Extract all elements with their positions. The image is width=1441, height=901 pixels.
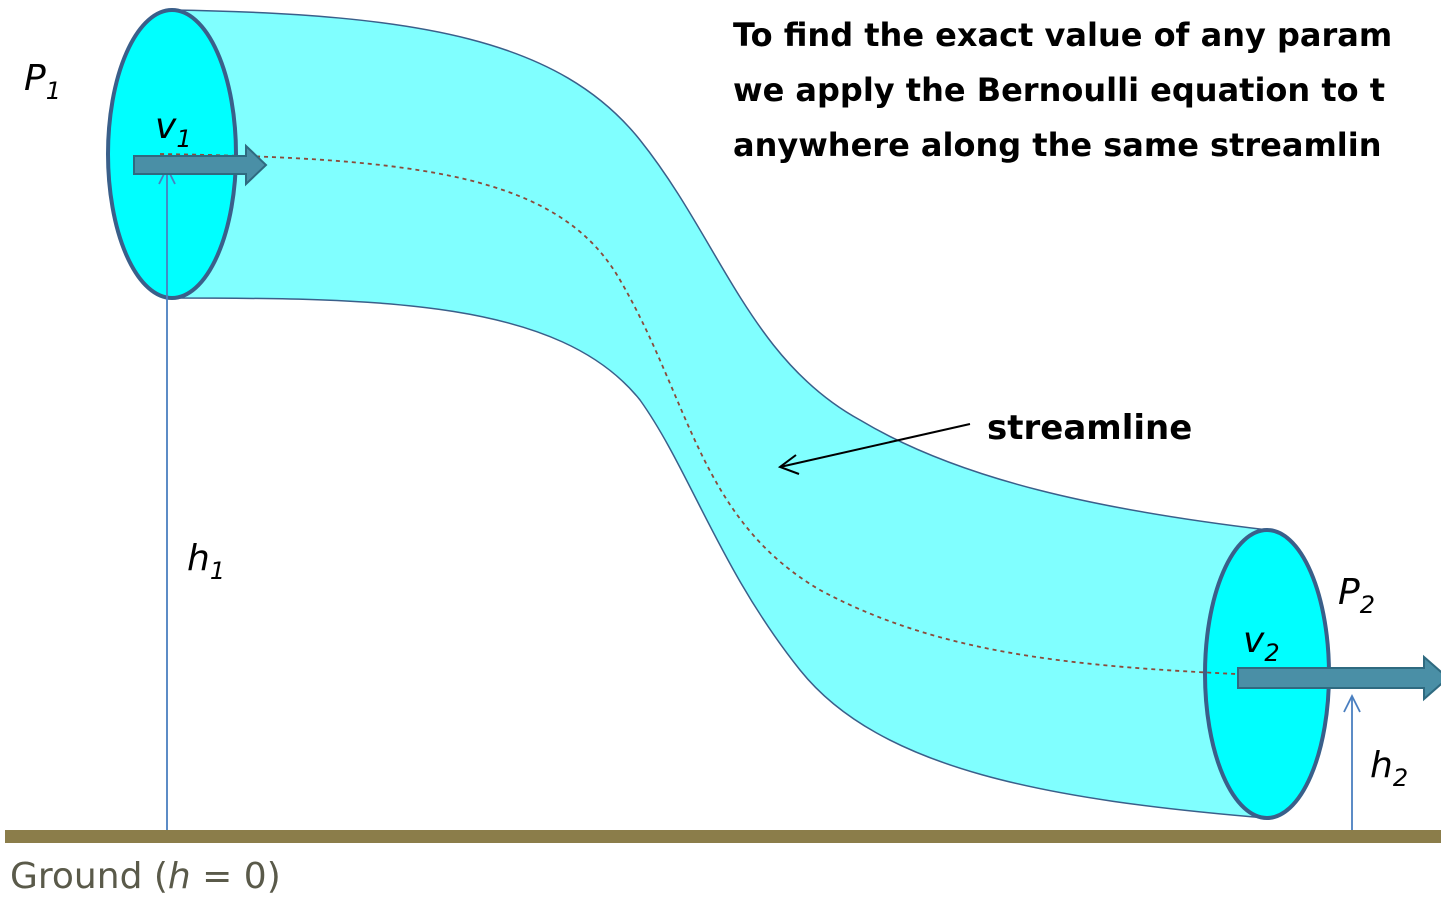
ground-line: [5, 830, 1441, 843]
streamline-pointer-head: [777, 454, 800, 475]
h2-label: h2: [1370, 745, 1409, 792]
bernoulli-note: To find the exact value of any param we …: [733, 8, 1441, 173]
note-line-2: we apply the Bernoulli equation to t: [733, 71, 1386, 109]
p2-label: P2: [1338, 572, 1375, 619]
v2-label: v2: [1243, 620, 1280, 667]
streamline-path: [159, 153, 1281, 677]
streamline-pointer: [779, 423, 971, 468]
v1-label: v1: [155, 106, 192, 153]
ground-label: Ground (h = 0): [10, 856, 281, 897]
note-line-1: To find the exact value of any param: [733, 16, 1393, 54]
v1-velocity-arrow: [133, 143, 268, 187]
p1-label: P1: [24, 58, 61, 105]
v2-velocity-arrow: [1237, 654, 1441, 702]
streamline-label: streamline: [987, 408, 1193, 448]
h2-arrowhead: [1343, 693, 1361, 713]
note-line-3: anywhere along the same streamlin: [733, 126, 1382, 164]
h1-label: h1: [187, 538, 226, 585]
